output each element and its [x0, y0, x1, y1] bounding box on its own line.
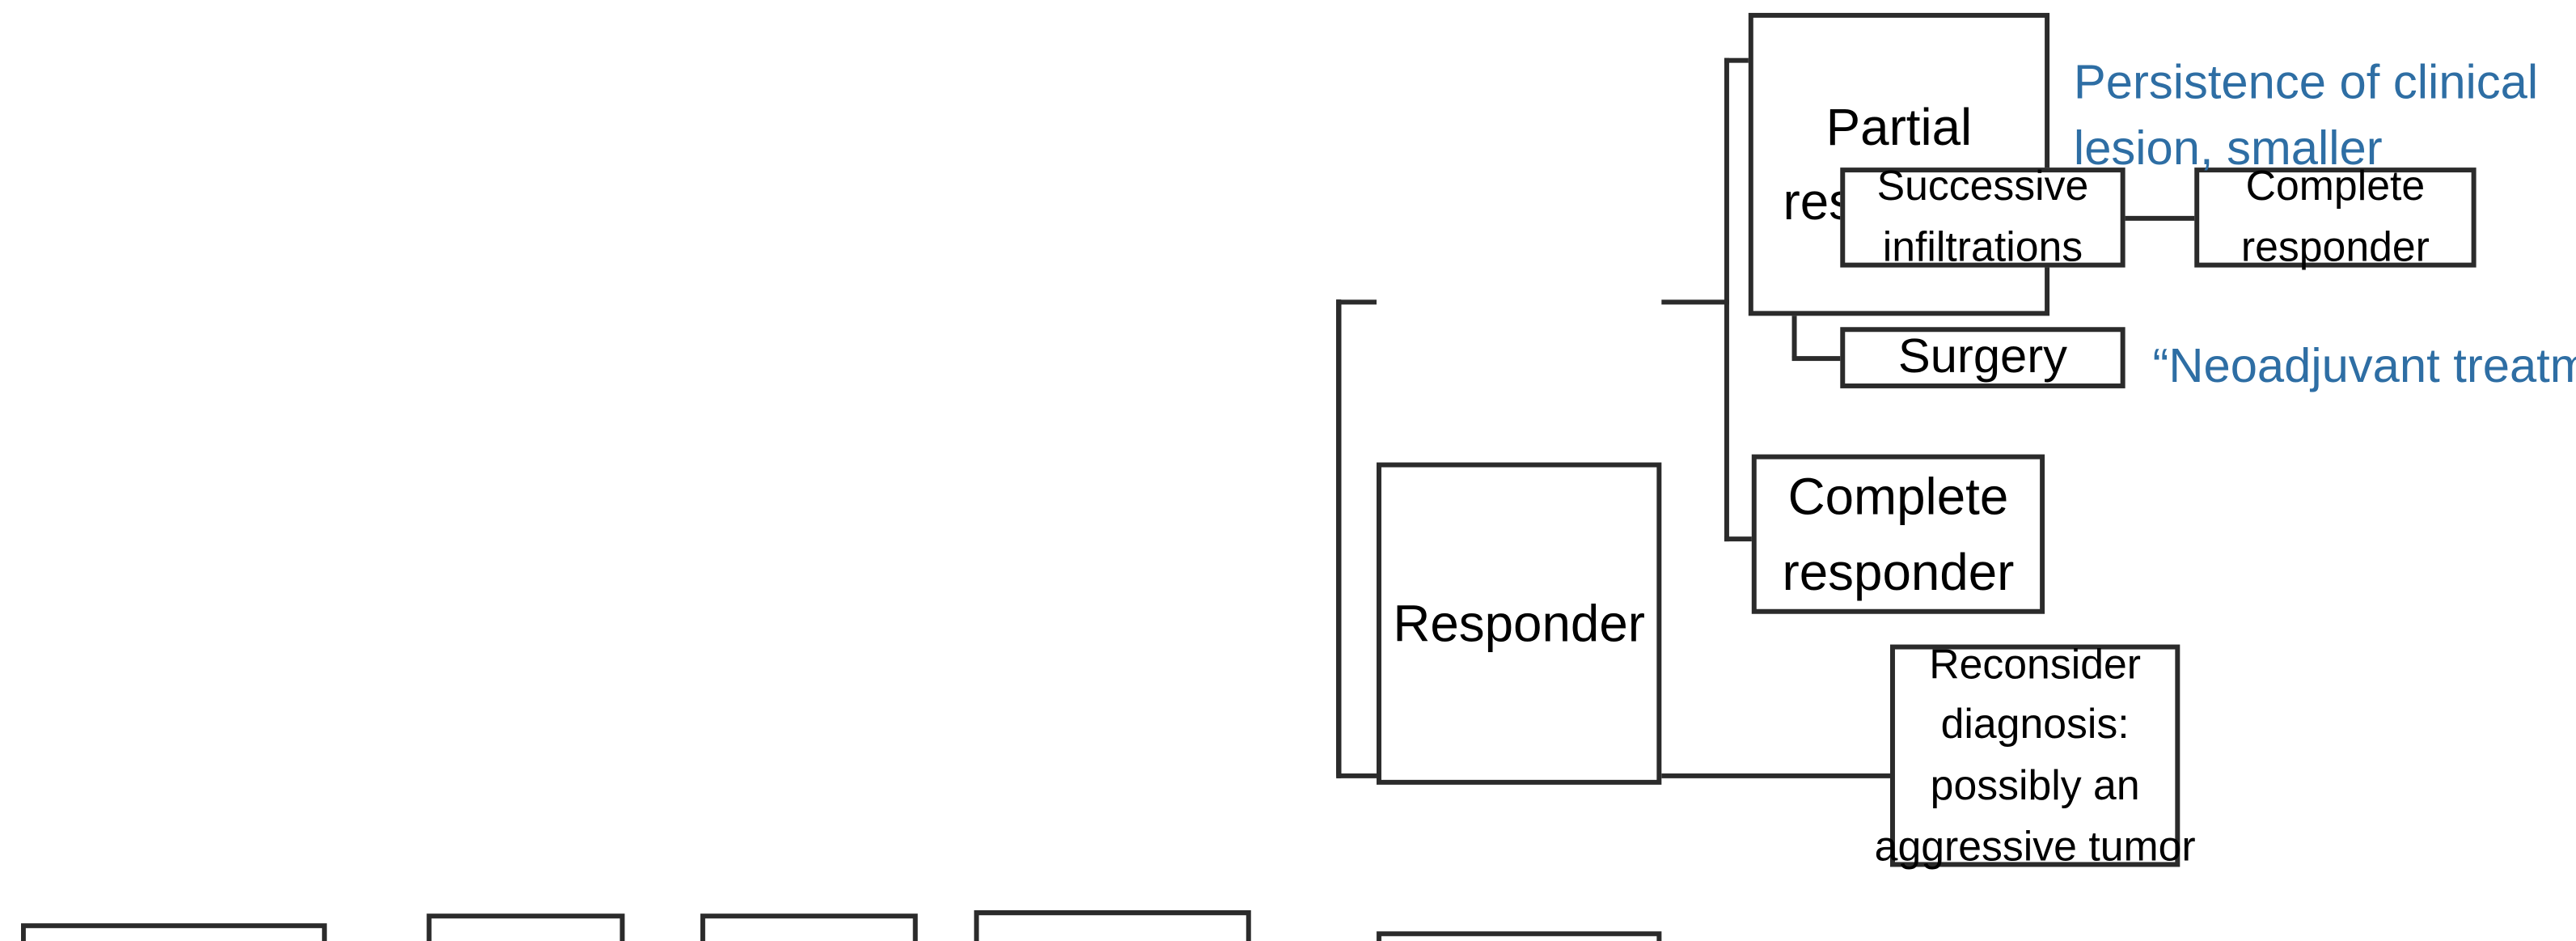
node-injection-2[interactable]: Injection 2 MTX 20 mg/0.8 mL [700, 913, 918, 941]
node-complete-responder-mid[interactable]: Complete responder [1751, 454, 2045, 614]
node-reconsider-line-4: aggressive tumor [1874, 821, 2196, 870]
connector-split-spine-mid [1336, 299, 1342, 774]
connector-split-to-responder [1336, 299, 1377, 305]
node-surgery-label: Surgery [1897, 330, 2067, 384]
node-successive-infiltrations-line-2: infiltrations [1882, 222, 2083, 271]
node-partial-responder-line-1: Partial [1825, 97, 1973, 156]
node-reconsider-diagnosis[interactable]: Reconsider diagnosis: possibly an aggres… [1875, 639, 2196, 870]
label-persistence-line-1: Persistence of clinical [2073, 56, 2539, 110]
node-reconsider-line-3: possibly an [1930, 760, 2140, 809]
node-nonresponder[interactable]: Nonresponder [1376, 931, 1662, 941]
node-complete-responder-right[interactable]: Complete responder [2194, 162, 2477, 271]
node-complete-responder-right-line-2: responder [2240, 222, 2430, 271]
connector-successive-to-complete-right [2123, 215, 2197, 221]
node-clinical-reassessment[interactable]: Clinical reassessment [974, 910, 1251, 941]
node-responder-label: Responder [1393, 594, 1645, 653]
node-responder[interactable]: Responder [1376, 462, 1662, 785]
node-successive-infiltrations[interactable]: Successive infiltrations [1840, 162, 2126, 271]
node-candidate-patient[interactable]: Keratoacanthoma in a candidate patient [20, 923, 328, 941]
node-successive-infiltrations-line-1: Successive [1876, 161, 2089, 210]
connector-subspine-to-partial [1724, 57, 1753, 63]
node-complete-responder-right-line-1: Complete [2245, 161, 2426, 210]
node-complete-responder-mid-line-1: Complete [1787, 467, 2009, 526]
node-reconsider-line-1: Reconsider [1929, 638, 2142, 688]
connector-partial-to-surgery [1791, 356, 1842, 362]
connector-nonresponder-to-reconsider [1661, 773, 1890, 778]
label-persistence-line-2: lesion, smaller [2073, 122, 2383, 176]
connector-responder-to-subspine [1661, 299, 1729, 305]
node-injection-1[interactable]: Injection 1 MTX 20 mg/0.8 mL [426, 913, 625, 941]
label-neoadjuvant-treatment: “Neoadjuvant treatment” [2152, 340, 2576, 393]
node-complete-responder-mid-line-2: responder [1782, 542, 2015, 600]
connector-split-to-nonresponder [1336, 773, 1377, 778]
node-reconsider-line-2: diagnosis: [1940, 699, 2130, 748]
node-surgery[interactable]: Surgery [1840, 327, 2126, 388]
connector-subspine-vertical [1724, 57, 1729, 542]
connector-subspine-to-complete-mid [1724, 536, 1760, 542]
